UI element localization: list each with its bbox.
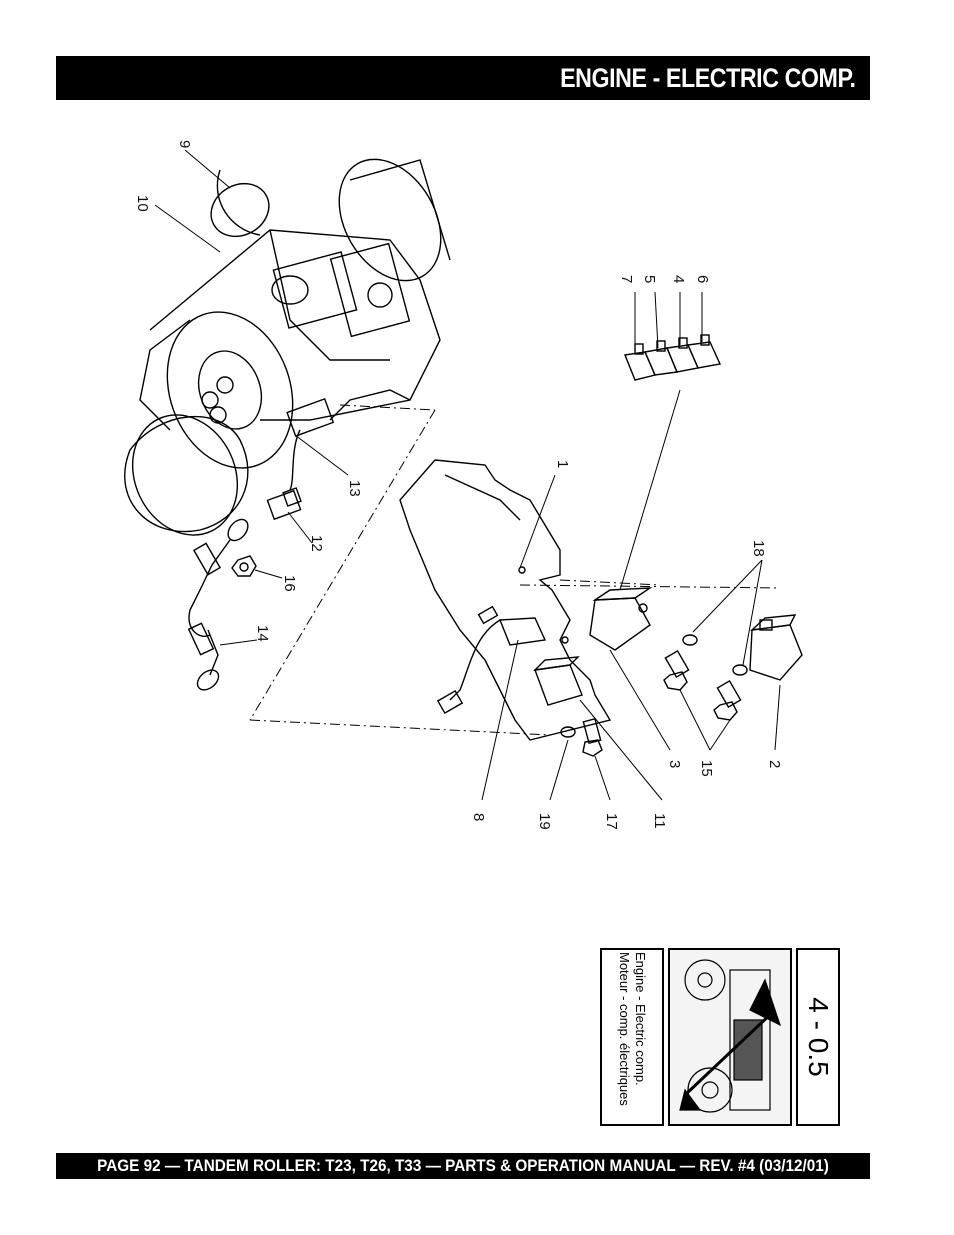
leader-lines [154,149,781,801]
callout-1: 1 [554,460,571,468]
callout-17: 17 [603,813,620,830]
section-tab-thumbnail [668,948,792,1126]
callout-19: 19 [536,813,553,830]
component-11 [533,656,583,706]
page-title: ENGINE - ELECTRIC COMP. [560,63,857,93]
relay-2 [749,614,803,681]
engine-assembly [124,158,451,536]
callout-12: 12 [308,535,325,552]
callout-4: 4 [670,275,687,283]
callout-labels: 9 10 1 13 12 16 14 7 5 4 6 18 2 3 15 11 … [134,140,783,830]
callout-3: 3 [666,760,683,768]
nut-16 [231,555,257,577]
page-footer: PAGE 92 — TANDEM ROLLER: T23, T26, T33 —… [97,1156,829,1175]
section-number: 4 - 0.5 [803,997,834,1077]
bolt-15a [663,650,690,691]
exploded-parts-diagram: 9 10 1 13 12 16 14 7 5 4 6 18 2 3 15 11 … [124,140,803,830]
footer-bar: PAGE 92 — TANDEM ROLLER: T23, T26, T33 —… [56,1153,870,1179]
section-tab-label: Engine - Electric comp. Moteur - comp. é… [616,952,648,1122]
section-tab-number-box: 4 - 0.5 [796,948,840,1126]
mounting-plate-1 [399,459,612,741]
fuse-block [624,334,722,381]
connector-12 [266,487,302,521]
callout-10: 10 [134,195,151,212]
callout-2: 2 [766,760,783,768]
callout-7: 7 [618,275,635,283]
callout-9: 9 [176,140,193,148]
callout-5: 5 [641,275,658,283]
callout-14: 14 [254,625,271,642]
callout-11: 11 [651,813,668,829]
callout-15: 15 [698,760,715,777]
bolt-15b [713,680,742,721]
section-tab-label-fr: Moteur - comp. électriques [617,952,632,1106]
relay-3 [589,587,653,651]
callout-18: 18 [750,540,767,557]
callout-16: 16 [281,575,298,592]
washer-18b [732,664,748,676]
component-8 [436,617,547,715]
callout-13: 13 [346,480,363,497]
header-bar: ENGINE - ELECTRIC COMP. [56,56,870,100]
bolt-17 [582,717,603,757]
washer-18a [682,634,698,646]
section-tab-label-box: Engine - Electric comp. Moteur - comp. é… [600,948,664,1126]
battery-cable-14 [187,518,249,691]
section-tab-label-en: Engine - Electric comp. [633,952,648,1086]
callout-6: 6 [694,275,711,283]
callout-8: 8 [470,813,487,821]
section-tab: Engine - Electric comp. Moteur - comp. é… [600,948,840,1126]
washer-19 [560,726,576,738]
reference-lines [249,404,781,736]
